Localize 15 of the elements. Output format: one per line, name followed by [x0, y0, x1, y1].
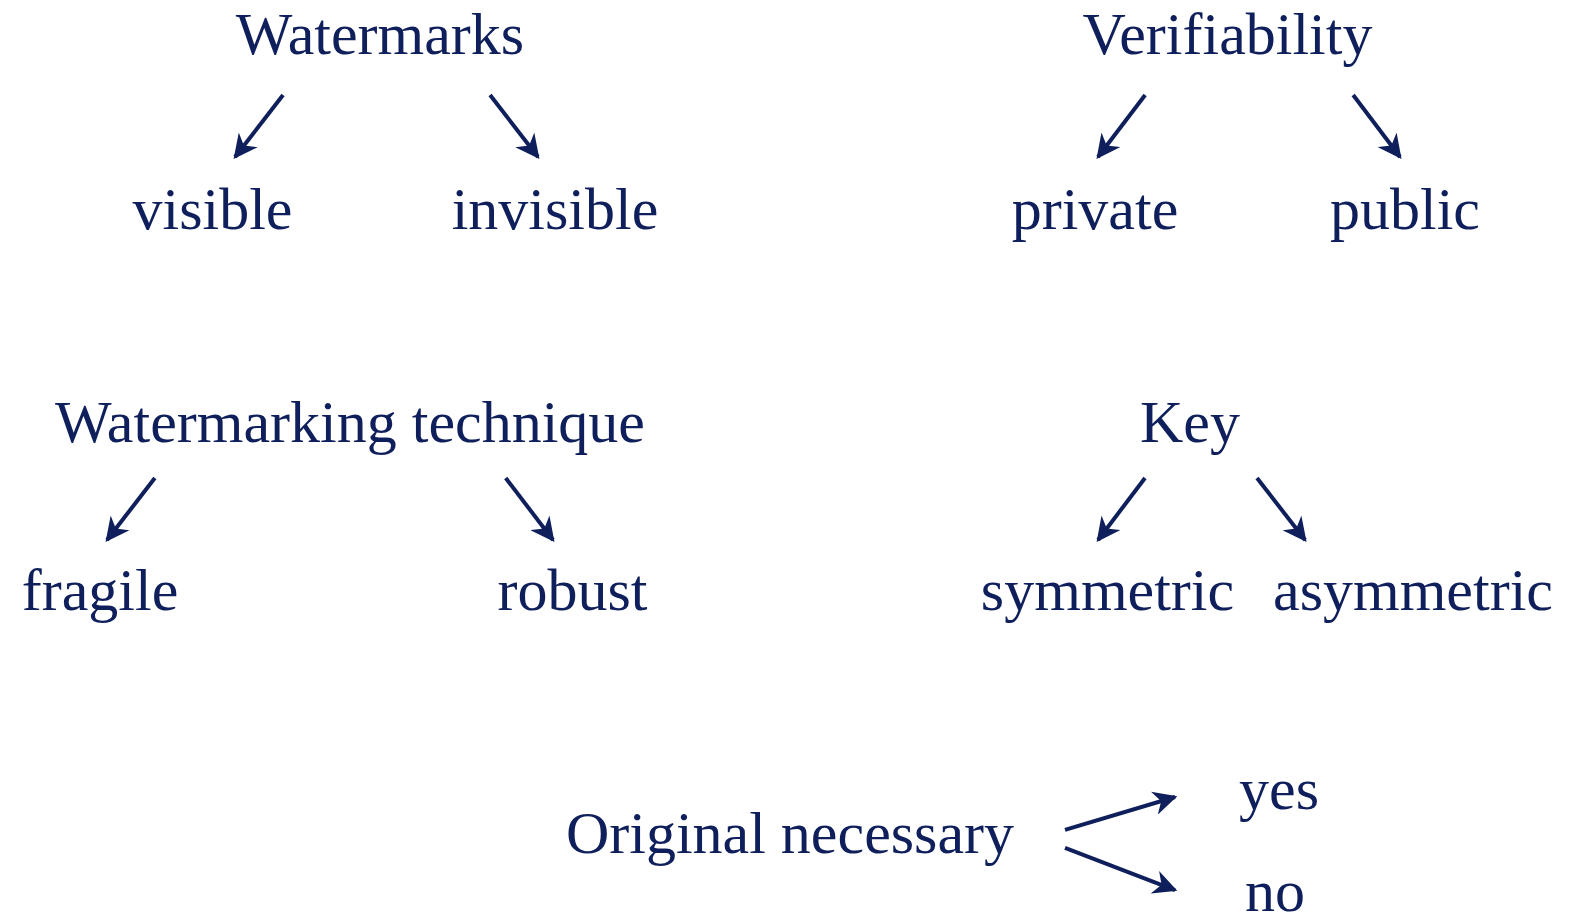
- category-label: visible: [132, 179, 293, 239]
- arrow: [1096, 93, 1147, 159]
- arrow: [504, 476, 555, 542]
- arrow: [1064, 846, 1178, 894]
- arrow: [1351, 93, 1402, 159]
- arrow: [233, 93, 285, 159]
- arrow: [1096, 476, 1147, 542]
- category-label: invisible: [451, 179, 659, 239]
- arrow: [105, 476, 157, 542]
- category-label: no: [1245, 861, 1305, 921]
- category-label: Watermarks: [235, 4, 525, 64]
- arrow: [1255, 476, 1307, 542]
- arrow: [488, 93, 540, 159]
- arrow: [1064, 791, 1178, 832]
- category-label: robust: [497, 560, 648, 620]
